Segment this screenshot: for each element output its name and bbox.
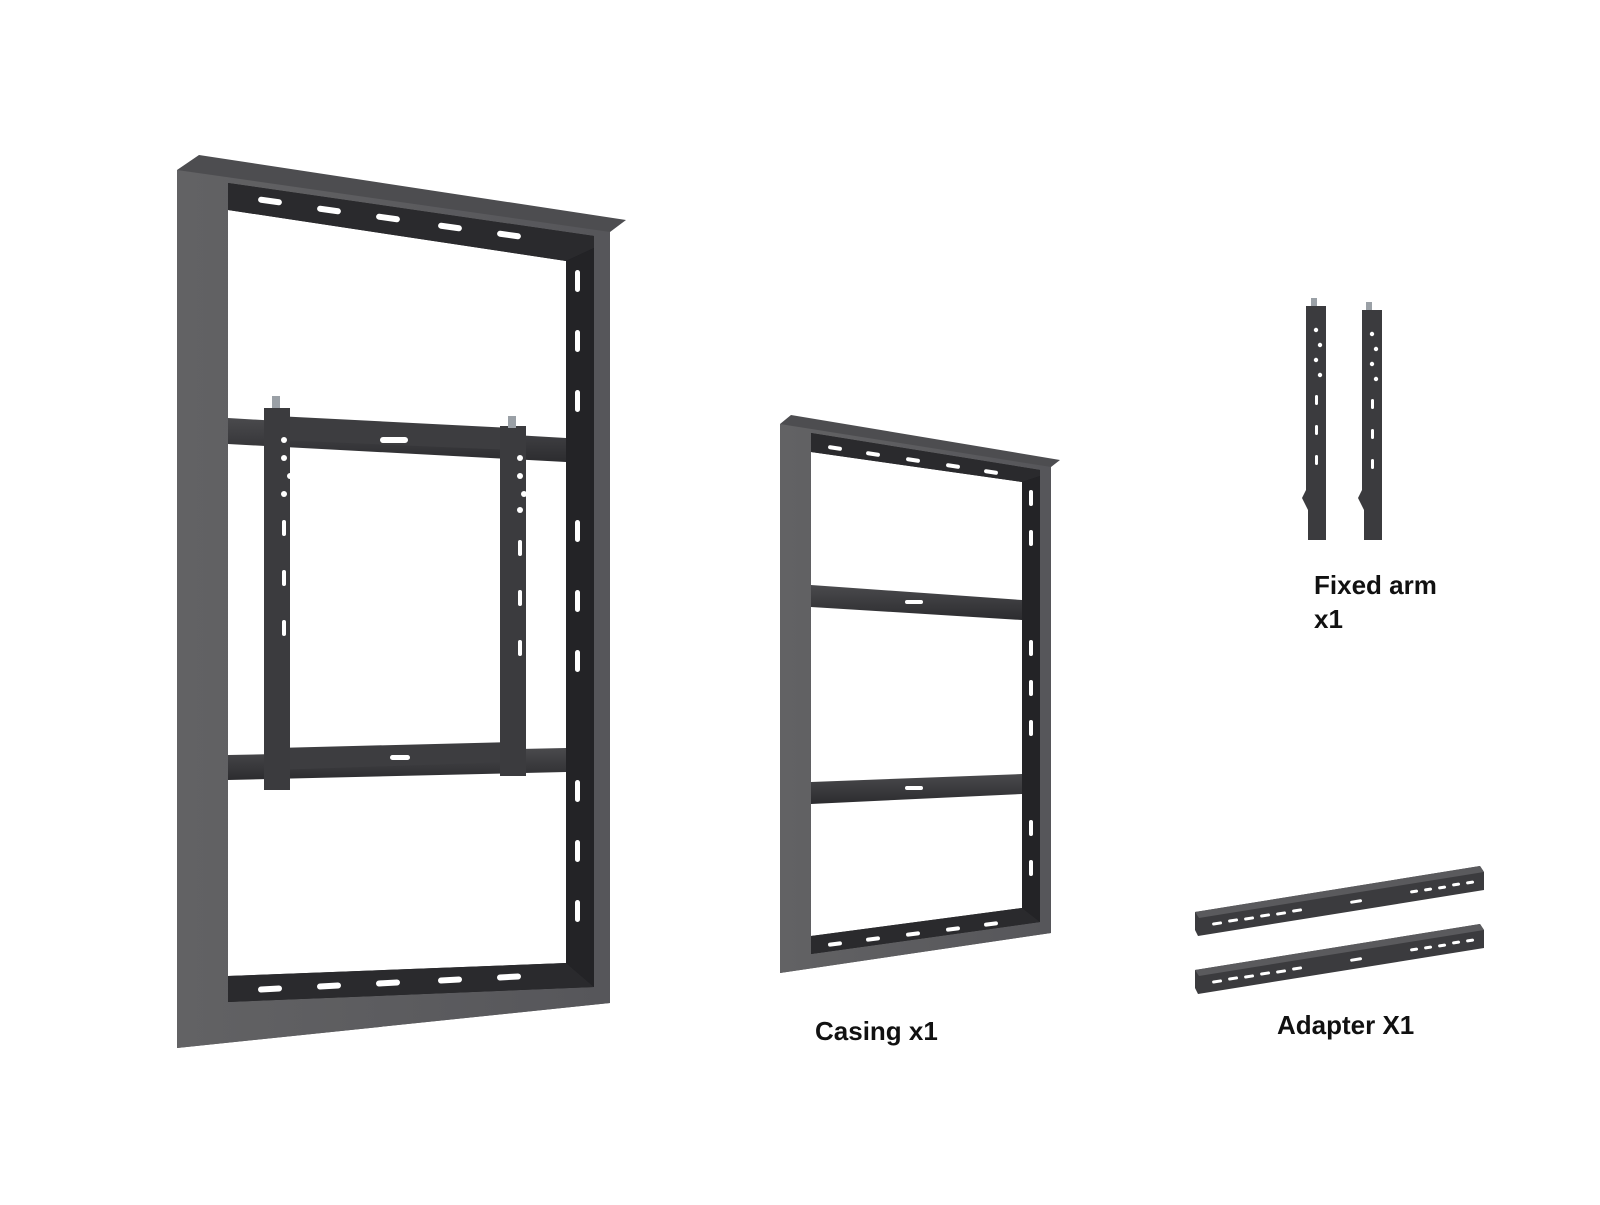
casing-illustration [780,415,1060,973]
casing-label: Casing x1 [815,1016,938,1046]
assembled-casing-with-arms [177,155,626,1048]
adapter-illustration [1195,866,1484,994]
adapter-label: Adapter X1 [1277,1010,1414,1040]
fixed-arm-label-line1: Fixed arm [1314,570,1437,600]
fixed-arm-label-line2: x1 [1314,604,1343,634]
fixed-arm-illustration [1302,298,1382,540]
